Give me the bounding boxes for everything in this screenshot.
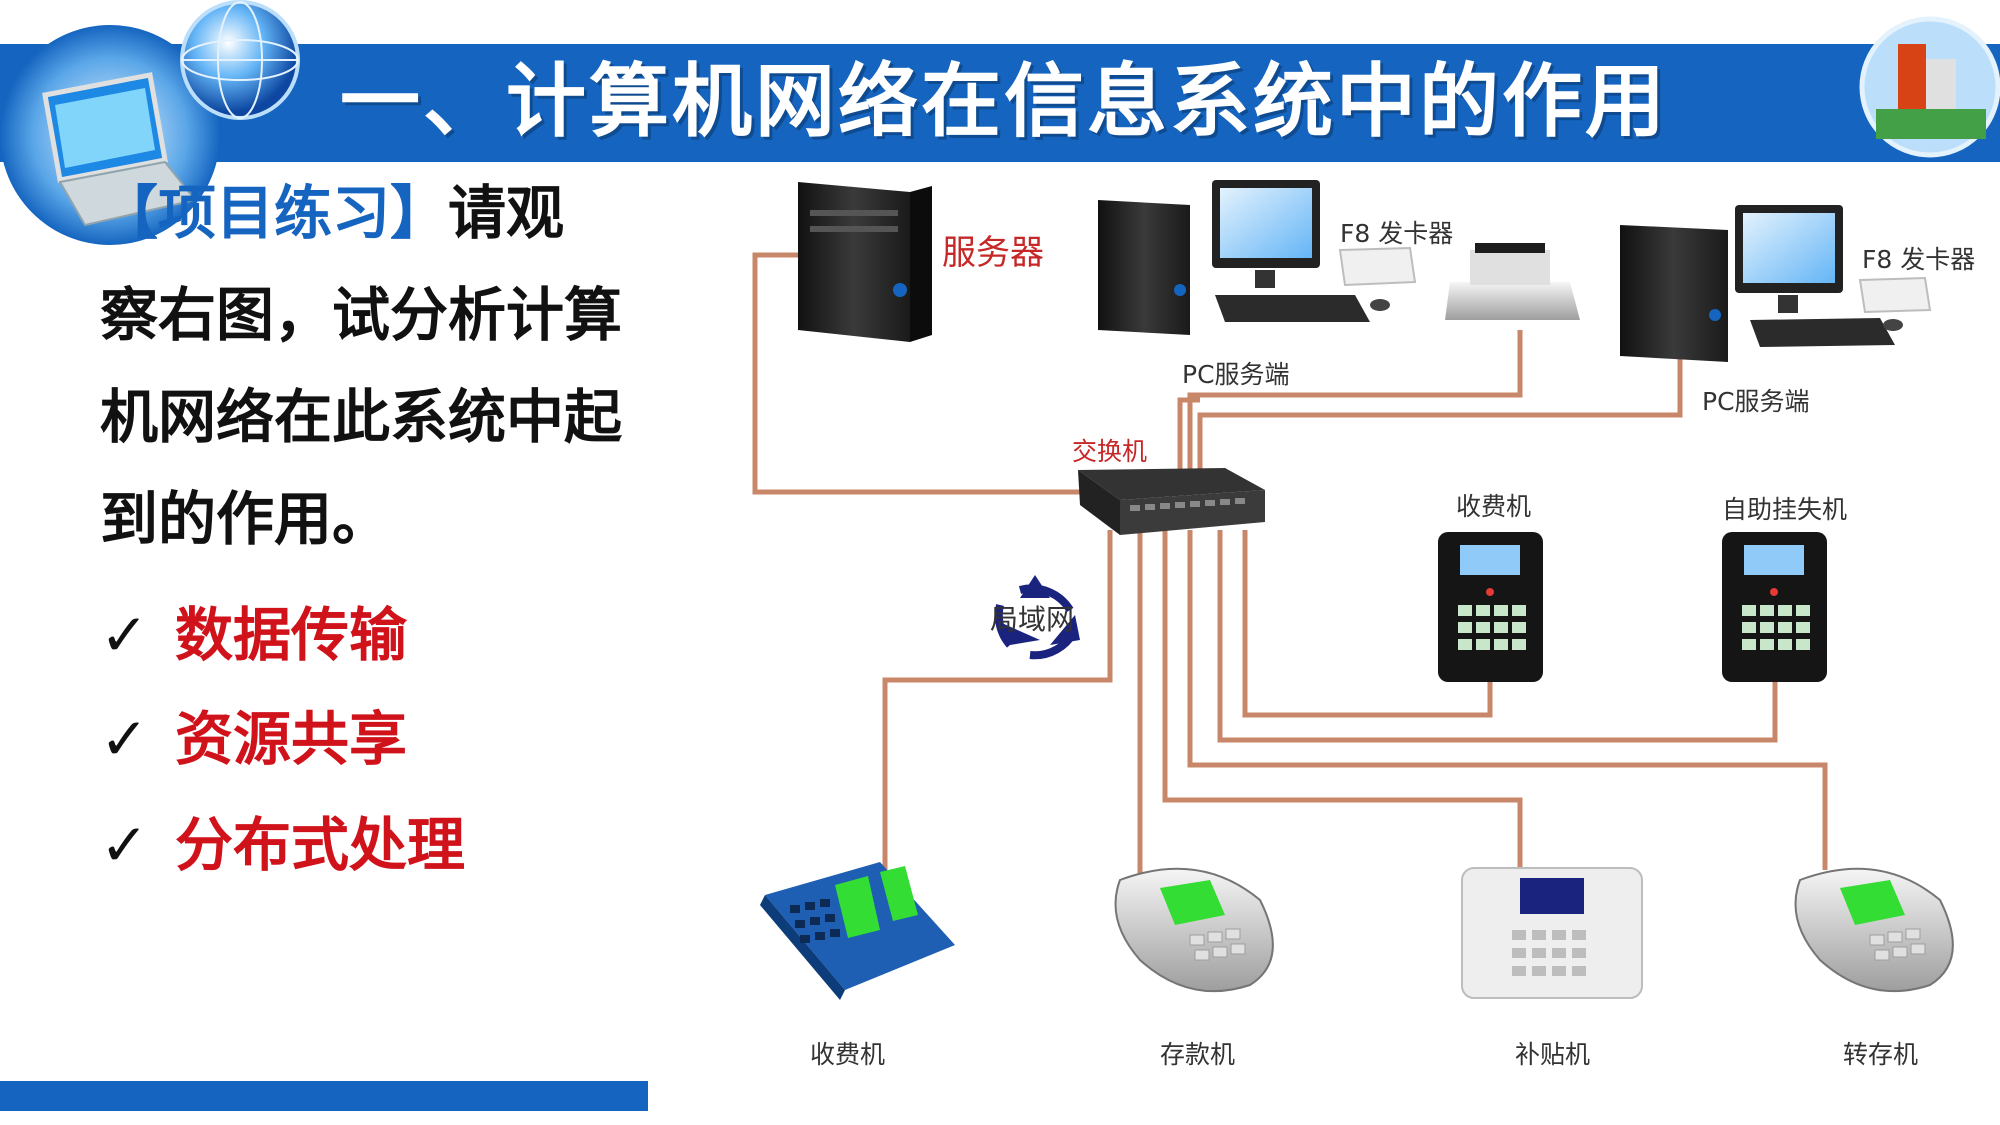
header-bar	[0, 44, 2000, 162]
pc-server-1	[1098, 180, 1417, 335]
check-icon: ✓	[100, 601, 149, 669]
intro-line-4: 到的作用。	[100, 485, 391, 553]
card-issuer-1-label: F8 发卡器	[1340, 219, 1454, 248]
self-service-machine	[1722, 532, 1827, 682]
switch-label: 交换机	[1072, 437, 1148, 466]
cable-self-service	[1217, 530, 1778, 743]
charge-machine-top	[1438, 532, 1543, 682]
pc-server-1-label: PC服务端	[1182, 360, 1290, 389]
printer	[1445, 243, 1580, 320]
card-issuer-2-label: F8 发卡器	[1862, 245, 1976, 274]
charge-machine-bottom	[760, 862, 955, 1000]
self-service-label: 自助挂失机	[1722, 495, 1848, 524]
deposit-machine	[1114, 867, 1274, 993]
cable-server	[752, 252, 1085, 495]
bullet-text: 资源共享	[175, 705, 408, 773]
transfer-machine	[1794, 867, 1954, 993]
pc-server-2-label: PC服务端	[1702, 387, 1810, 416]
cable-printer	[1187, 330, 1523, 470]
bullet-item: ✓ 资源共享	[100, 704, 407, 774]
cable-subsidy	[1162, 530, 1523, 870]
page-title: 一、计算机网络在信息系统中的作用	[340, 55, 1668, 148]
cable-charge-bottom	[882, 530, 1113, 870]
lan-recycle-icon	[994, 575, 1080, 660]
building-logo	[1859, 16, 2000, 158]
charge-machine-bottom-label: 收费机	[810, 1040, 886, 1069]
server-tower	[798, 182, 932, 342]
intro-line-3: 机网络在此系统中起	[100, 383, 623, 451]
bullet-text: 数据传输	[175, 601, 408, 669]
check-icon: ✓	[100, 811, 149, 879]
intro-line-2: 察右图，试分析计算	[100, 281, 623, 349]
transfer-machine-label: 转存机	[1843, 1040, 1919, 1069]
network-switch	[1078, 468, 1265, 535]
cable-pc-server-1	[1177, 397, 1200, 470]
bottom-bar	[0, 1081, 648, 1111]
bullet-item: ✓ 分布式处理	[100, 810, 465, 880]
server-label: 服务器	[942, 233, 1044, 273]
intro-line-1: 【项目练习】请观	[100, 178, 564, 248]
cable-transfer	[1187, 530, 1828, 870]
cable-pc-server-2	[1197, 340, 1683, 470]
bullet-text: 分布式处理	[175, 811, 466, 879]
bullet-item: ✓ 数据传输	[100, 600, 407, 670]
lan-label: 局域网	[990, 603, 1075, 636]
subsidy-machine	[1461, 867, 1643, 999]
check-icon: ✓	[100, 705, 149, 773]
cable-charge-top	[1242, 530, 1493, 718]
subsidy-machine-label: 补贴机	[1515, 1040, 1591, 1069]
pc-server-2	[1620, 205, 1932, 362]
intro-line-1-rest: 请观	[448, 179, 565, 247]
project-practice-label: 【项目练习】	[100, 179, 449, 247]
network-cables	[752, 252, 1828, 880]
globe-laptop-logo	[0, 0, 300, 245]
deposit-machine-label: 存款机	[1160, 1040, 1236, 1069]
charge-machine-top-label: 收费机	[1456, 492, 1532, 521]
